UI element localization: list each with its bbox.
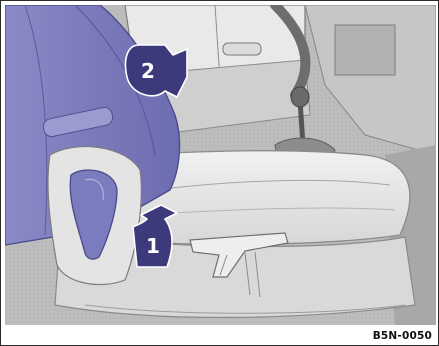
seat-adjustment-illustration: 2 1 (5, 5, 436, 325)
door-handle (223, 43, 261, 55)
callout-1-label: 1 (146, 234, 160, 258)
figure-code: B5N-0050 (373, 330, 432, 342)
callout-2-label: 2 (141, 59, 155, 83)
callout-2: 2 (126, 45, 188, 97)
curved-arrow-left-icon (126, 45, 188, 97)
